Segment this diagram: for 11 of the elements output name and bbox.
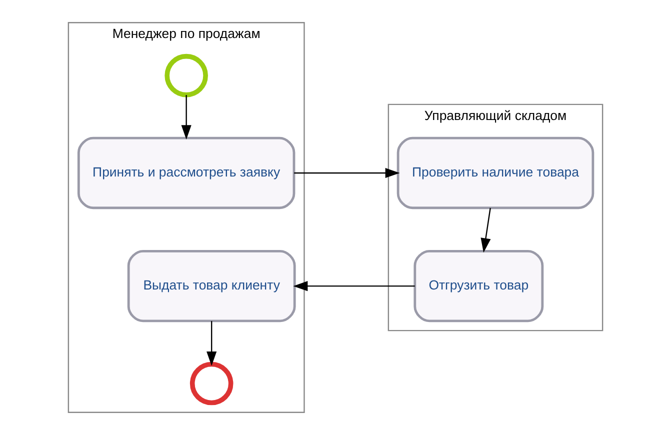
arrow <box>480 208 490 253</box>
node-circle <box>164 54 208 98</box>
node-box: Отгрузить товар <box>413 250 544 322</box>
arrow <box>180 95 191 140</box>
node-box: Принять и рассмотреть заявку <box>76 136 295 210</box>
node-box: Выдать товар клиенту <box>126 250 296 322</box>
node-box: Проверить наличие товара <box>396 136 594 210</box>
node-circle <box>189 362 233 406</box>
arrow <box>292 281 414 292</box>
arrow <box>294 168 400 178</box>
arrow <box>206 321 216 366</box>
